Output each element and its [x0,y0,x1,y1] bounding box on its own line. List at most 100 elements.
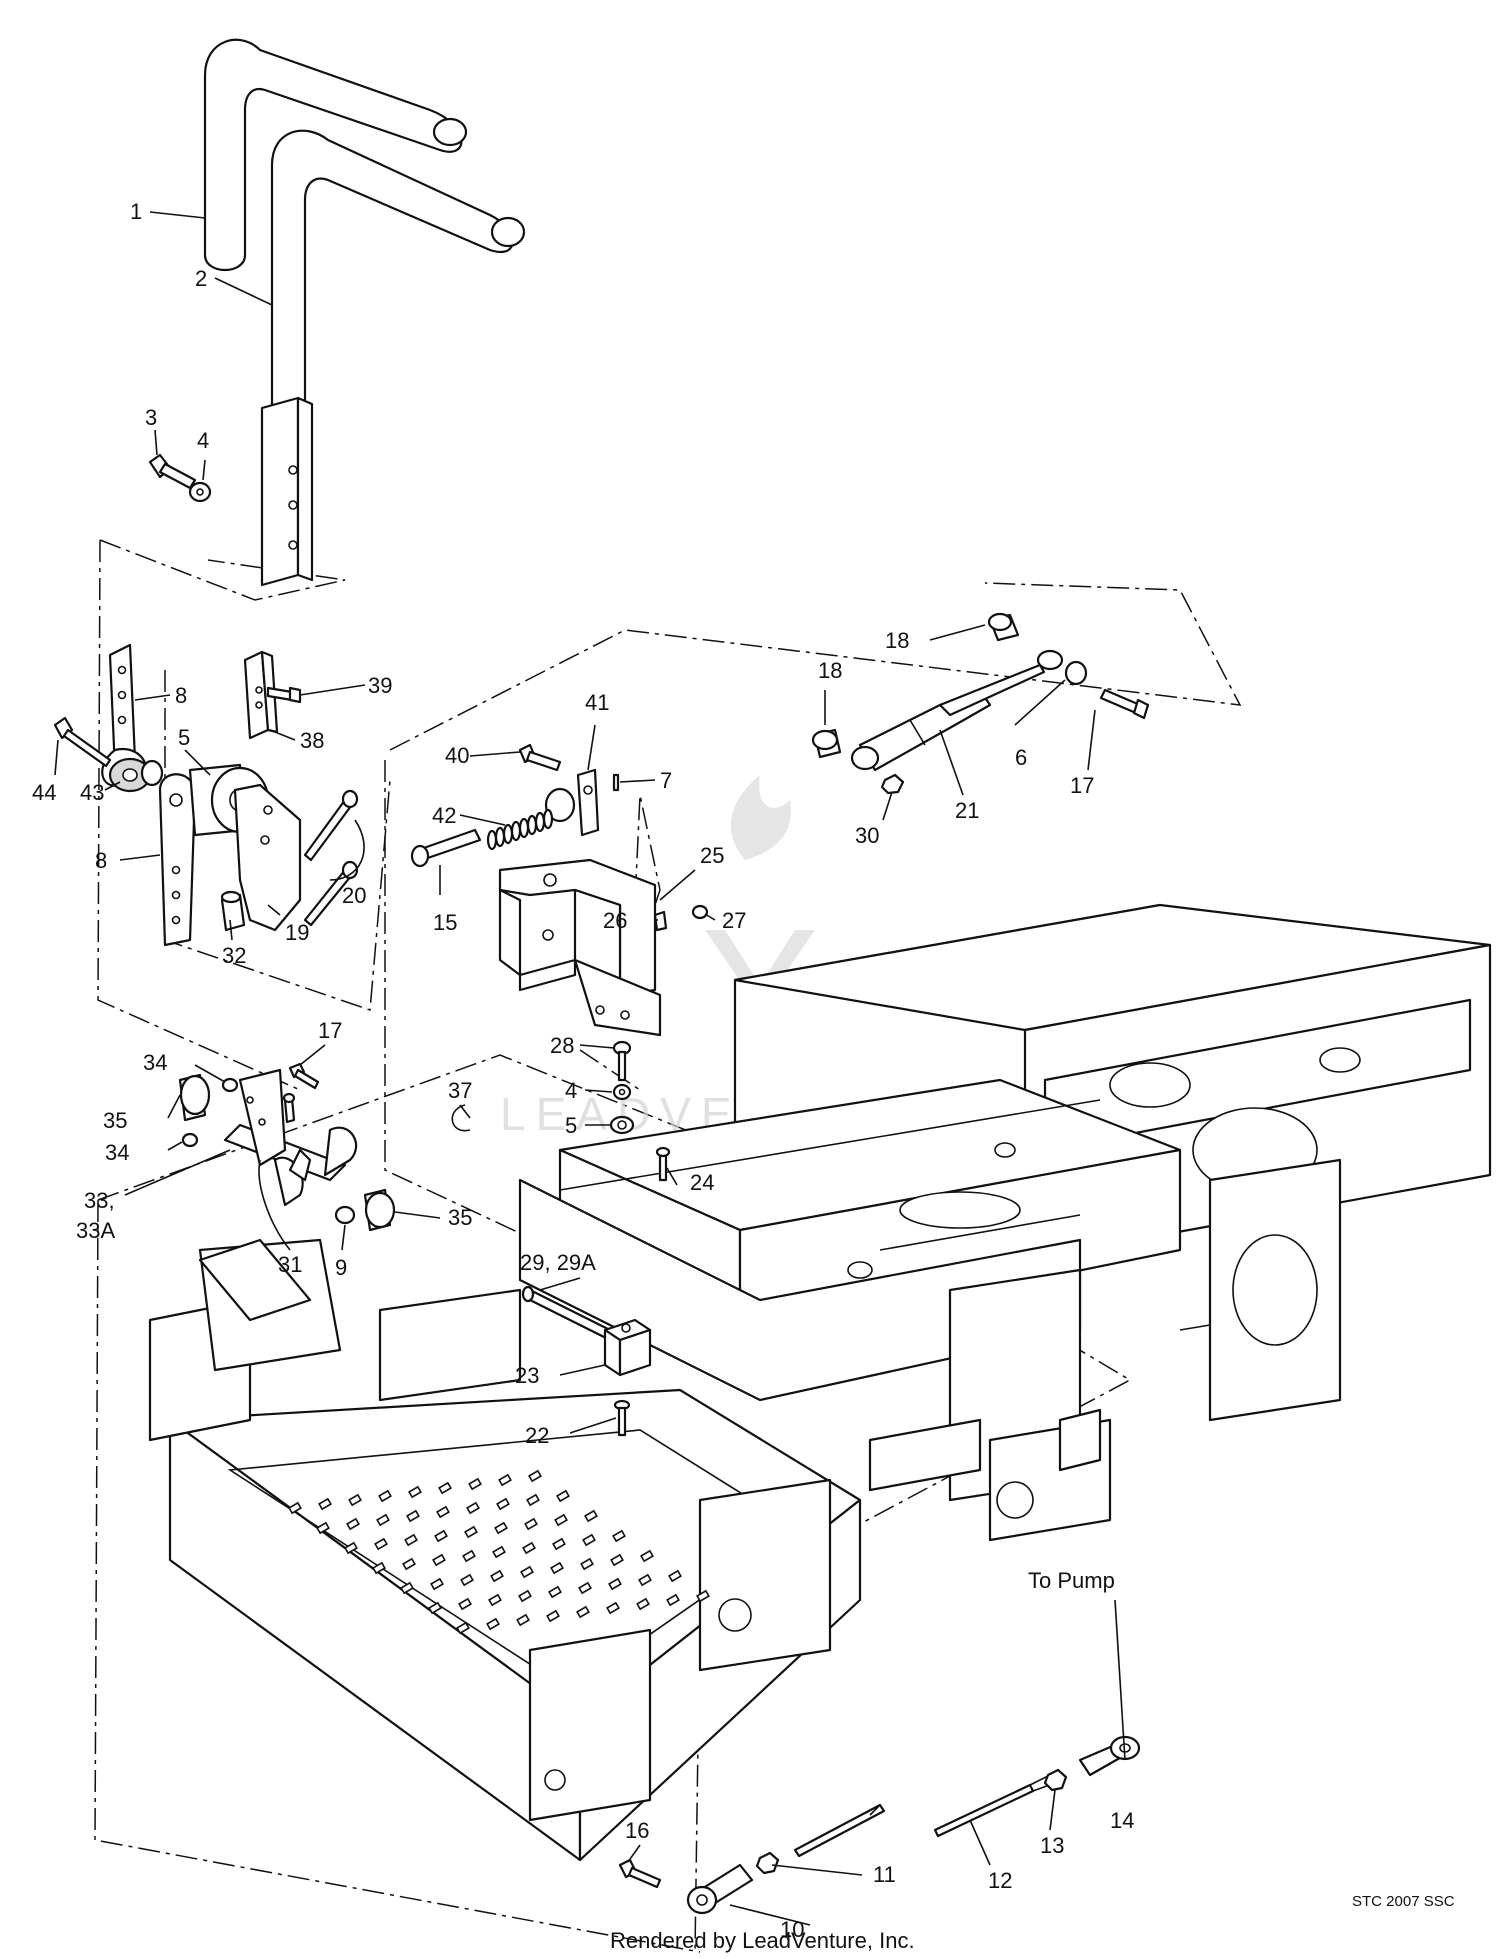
pin-15 [410,828,482,868]
deck-slot [696,1589,710,1603]
spring-coil [542,808,554,830]
deck-slot [584,1509,598,1523]
callout-20: 20 [342,883,366,908]
callout-18-upper: 18 [885,628,909,653]
deck-slot [344,1541,358,1555]
callout-6: 6 [1015,745,1027,770]
deck-slot [288,1501,302,1515]
callout-4-lower: 4 [565,1078,577,1103]
clip-37 [451,1104,471,1132]
callout-14: 14 [1110,1808,1134,1833]
deck-slot [548,1585,562,1599]
deck-slot [494,1521,508,1535]
threaded-rod [793,1803,886,1858]
deck-slot [580,1557,594,1571]
pump-arm-upper [101,643,148,787]
deck-slot [460,1573,474,1587]
rod-end-10 [686,1863,754,1915]
block-23 [603,1318,652,1377]
gas-spring-21 [850,649,1064,772]
nut-13 [1043,1768,1068,1792]
hardware-26-27 [653,904,709,932]
deck-slot [516,1613,530,1627]
deck-slot [612,1529,626,1543]
bolt-44 [53,716,112,768]
deck-slot [520,1565,534,1579]
callout-35-right: 35 [448,1205,472,1230]
deck-slot [578,1581,592,1595]
pin-7 [612,773,620,792]
washer-4-upper [188,481,212,503]
deck-slot [496,1497,510,1511]
deck-slot [606,1601,620,1615]
deck-slot [638,1573,652,1587]
deck-slot [462,1549,476,1563]
deck-slot [528,1469,542,1483]
callout-25: 25 [700,843,724,868]
callout-32: 32 [222,943,246,968]
callout-30: 30 [855,823,879,848]
leader-lines [54,211,1126,1926]
callout-29: 29, 29A [520,1250,596,1275]
callout-22: 22 [525,1423,549,1448]
nut-30 [880,773,905,795]
deck-slot [546,1609,560,1623]
deck-slot [406,1509,420,1523]
callout-2: 2 [195,266,207,291]
deck-slot [438,1481,452,1495]
deck-slot [468,1477,482,1491]
callout-27: 27 [722,908,746,933]
deck-slot [376,1513,390,1527]
bolt-24 [655,1146,671,1182]
bolt-40 [518,743,562,772]
bolt-28 [612,1040,632,1082]
deck-slot [636,1597,650,1611]
callout-10: 10 [780,1917,804,1942]
bushing-35-left [178,1073,211,1122]
deck-slot [432,1553,446,1567]
callout-28: 28 [550,1033,574,1058]
deck-slot [666,1593,680,1607]
control-handle-left [203,38,468,271]
spring-coil [494,826,506,848]
bushing-18-lower [811,728,842,759]
deck-slot [550,1561,564,1575]
spring-coil [502,823,514,845]
bolt-39 [266,686,302,704]
washer-6 [1064,660,1088,686]
callout-12: 12 [988,1868,1012,1893]
washer-4-lower [612,1083,632,1101]
callout-16: 16 [625,1818,649,1843]
callout-5-upper: 5 [178,725,190,750]
callout-24: 24 [690,1170,714,1195]
rod-12 [933,1773,1057,1838]
deck-slot [526,1493,540,1507]
callout-40: 40 [445,743,469,768]
deck-slot [318,1497,332,1511]
deck-slot [428,1601,442,1615]
deck-slot [498,1473,512,1487]
callout-21: 21 [955,798,979,823]
deck-slot [608,1577,622,1591]
bolt-22 [613,1399,631,1437]
deck-slot [518,1589,532,1603]
deck-slot [522,1541,536,1555]
callout-19: 19 [285,920,309,945]
callout-labels: 1 2 3 4 8 39 38 44 43 5 8 20 19 32 18 18… [32,199,1134,1942]
callout-to-pump: To Pump [1028,1568,1115,1593]
nut-34-upper [221,1077,239,1093]
mount-plate-19 [233,783,302,932]
spring-coil [518,817,530,839]
bushing-18-upper [987,612,1020,642]
deck-slot [458,1597,472,1611]
callout-5-lower: 5 [565,1113,577,1138]
rendered-by-credit: Rendered by LeadVenture, Inc. [610,1928,915,1953]
deck-slot [456,1621,470,1635]
bolt-17-upper [1099,688,1150,720]
callout-9: 9 [335,1255,347,1280]
bracket-41 [544,768,600,837]
callout-1: 1 [130,199,142,224]
callout-17-upper: 17 [1070,773,1094,798]
callout-13: 13 [1040,1833,1064,1858]
bolt-16 [618,1858,662,1889]
